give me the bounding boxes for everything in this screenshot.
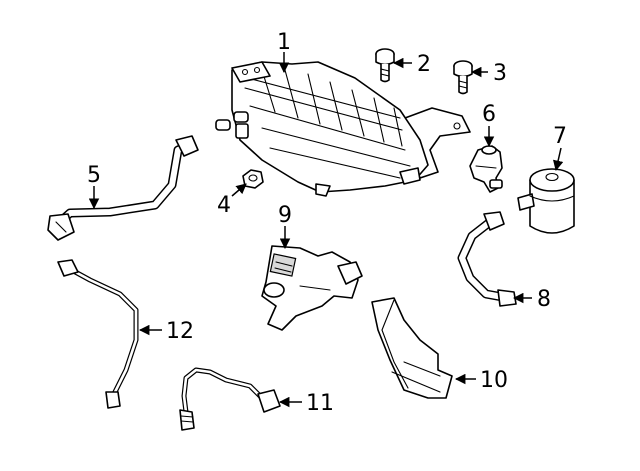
part-8-hose bbox=[457, 211, 517, 307]
callout-3: 3 bbox=[493, 61, 507, 86]
callout-1: 1 bbox=[277, 30, 291, 55]
callout-9: 9 bbox=[278, 203, 292, 228]
pointer-4 bbox=[231, 183, 247, 197]
part-1-canister bbox=[215, 61, 471, 197]
part-12-sensor bbox=[57, 259, 139, 409]
part-3-bolt bbox=[453, 60, 473, 95]
callout-pointers bbox=[88, 52, 564, 408]
part-7-filter bbox=[517, 168, 575, 234]
callout-12: 12 bbox=[166, 319, 194, 344]
callout-6: 6 bbox=[482, 102, 496, 127]
part-5-hose bbox=[47, 135, 199, 241]
callout-10: 10 bbox=[480, 368, 508, 393]
part-9-solenoid bbox=[261, 245, 363, 331]
part-4-nut bbox=[242, 169, 264, 189]
part-2-bolt bbox=[375, 48, 395, 83]
callout-4: 4 bbox=[217, 193, 231, 218]
callout-7: 7 bbox=[553, 124, 567, 149]
callout-labels: 1 2 3 4 5 6 7 8 9 10 11 12 bbox=[87, 30, 567, 416]
callout-2: 2 bbox=[417, 52, 431, 77]
part-10-shield bbox=[371, 297, 453, 399]
callout-11: 11 bbox=[306, 391, 334, 416]
part-6-valve bbox=[469, 145, 503, 193]
part-11-sensor bbox=[179, 367, 281, 431]
callout-8: 8 bbox=[537, 287, 551, 312]
callout-5: 5 bbox=[87, 163, 101, 188]
pointer-7 bbox=[552, 147, 564, 172]
